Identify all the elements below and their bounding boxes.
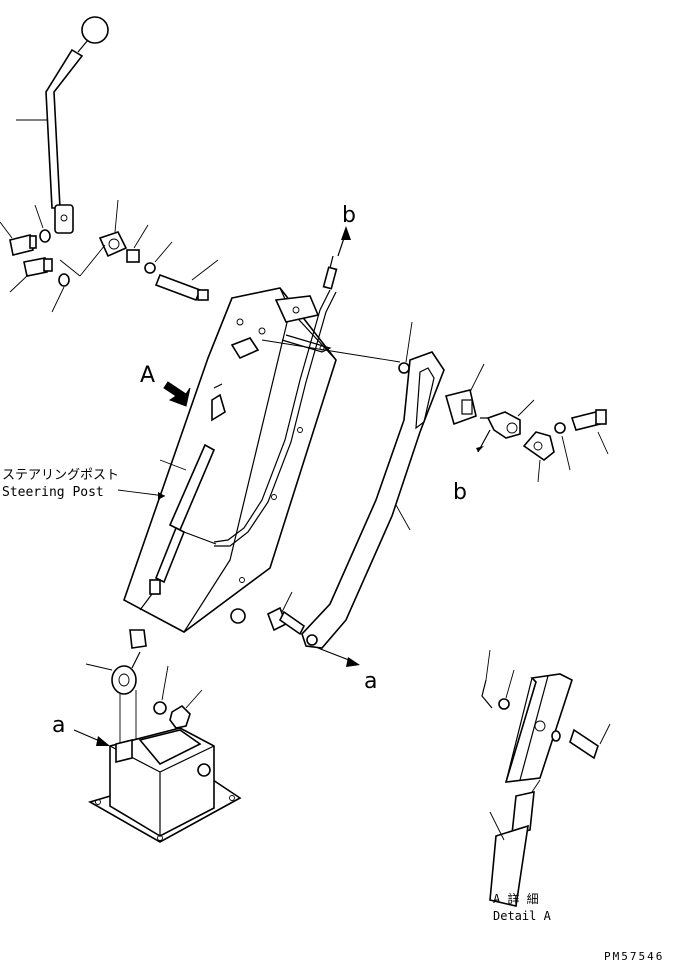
steering-post-jp: ステアリングポスト (2, 468, 119, 483)
washer (398, 362, 410, 374)
ref-arrow-b-top: b (337, 203, 356, 257)
steering-post-en: Steering Post (2, 485, 104, 500)
ref-b-top: b (342, 203, 356, 228)
view-arrow-a: A (140, 363, 191, 407)
detail-a-view: A 詳 細 Detail A (481, 649, 611, 923)
ref-a-bottom: a (364, 669, 377, 694)
cable-link-line (261, 339, 401, 363)
lever-arm (301, 351, 445, 649)
steering-post-label: ステアリングポスト Steering Post (2, 459, 187, 500)
rod-end-joint (85, 629, 203, 760)
drawing-number: PM57546 (604, 950, 664, 963)
lever-knob (81, 16, 109, 44)
right-hardware: b (445, 363, 609, 505)
detail-label-jp: A 詳 細 (493, 891, 539, 906)
detail-label-en: Detail A (493, 909, 552, 923)
ref-arrow-a-left: a (52, 713, 110, 746)
inner-rod (139, 383, 226, 611)
view-label-a: A (140, 363, 155, 388)
ref-arrow-a-bottom: a (317, 647, 377, 694)
mounting-base (87, 727, 242, 843)
lower-bolt (266, 591, 306, 636)
control-cable (213, 255, 338, 547)
ref-b-right: b (453, 480, 467, 505)
gear-lever (45, 16, 109, 234)
lever-hardware (0, 119, 219, 313)
ref-a-left: a (52, 713, 65, 738)
